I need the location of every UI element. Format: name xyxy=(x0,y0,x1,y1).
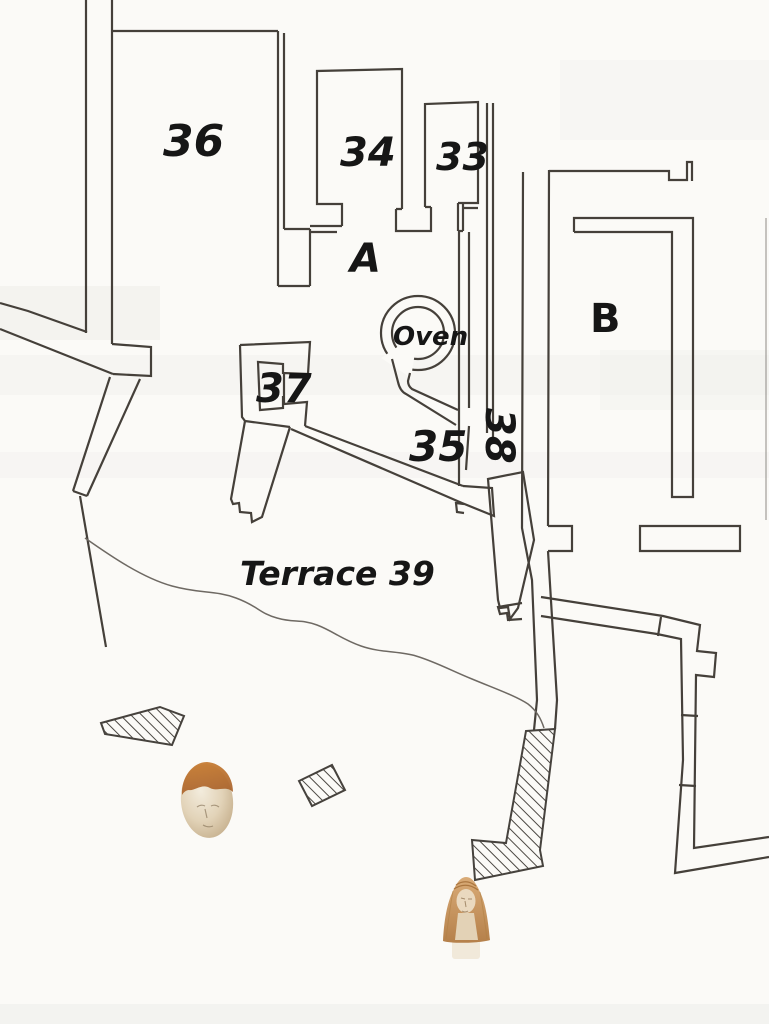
wall-room36 xyxy=(112,29,312,288)
wall-corridor38-east xyxy=(520,169,574,731)
wall-southeast-ticks xyxy=(656,616,699,788)
wall-segment-rectangle xyxy=(638,524,742,553)
label-room-36: 36 xyxy=(163,116,224,167)
wall-room37-buttress xyxy=(229,419,292,524)
label-area-a: A xyxy=(347,236,381,282)
oven-feature xyxy=(379,294,459,426)
label-room-37: 37 xyxy=(256,366,312,412)
wall-room35-diagonal xyxy=(290,424,496,518)
wall-west-descending xyxy=(71,376,142,648)
wall-terrace-buttress xyxy=(486,470,536,622)
wall-areaB-inner xyxy=(572,216,695,499)
wall-southeast-inner xyxy=(540,614,769,875)
label-room-33: 33 xyxy=(436,135,489,179)
label-terrace-39: Terrace 39 xyxy=(240,554,435,593)
wall-west-junction xyxy=(111,342,153,378)
terrace-boundary-line xyxy=(84,537,545,729)
label-room-35: 35 xyxy=(409,422,467,471)
wall-northwest-vertical xyxy=(84,0,114,344)
plan-labels: 36 34 33 A Oven B 37 35 38 Terrace 39 xyxy=(163,116,621,593)
wall-corridor38-west xyxy=(485,103,495,437)
wall-room37-structure xyxy=(238,340,312,427)
wall-southeast-outer xyxy=(540,595,769,850)
wall-room34 xyxy=(310,67,433,234)
hatched-patch-center xyxy=(297,763,347,808)
stone-head-photo xyxy=(180,762,234,838)
label-room-34: 34 xyxy=(340,130,396,176)
label-oven: Oven xyxy=(393,322,468,352)
hatched-patch-west xyxy=(99,705,186,747)
wall-areaA-east xyxy=(457,231,471,486)
hatched-wall-south xyxy=(470,727,557,882)
label-room-38: 38 xyxy=(476,408,522,464)
wall-west-diagonals xyxy=(0,301,114,376)
paper-tone-bands xyxy=(0,60,769,1024)
wall-room33 xyxy=(423,100,480,233)
label-area-b: B xyxy=(590,296,621,342)
veiled-bust-photo xyxy=(443,877,490,959)
wall-areaB-north xyxy=(549,160,694,182)
